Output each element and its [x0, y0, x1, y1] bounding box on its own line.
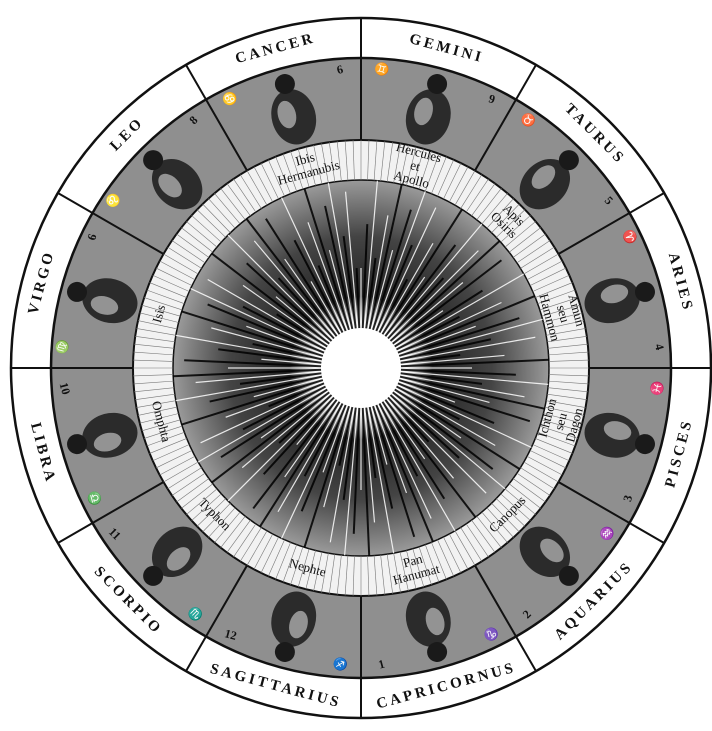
sun-center	[323, 330, 399, 406]
